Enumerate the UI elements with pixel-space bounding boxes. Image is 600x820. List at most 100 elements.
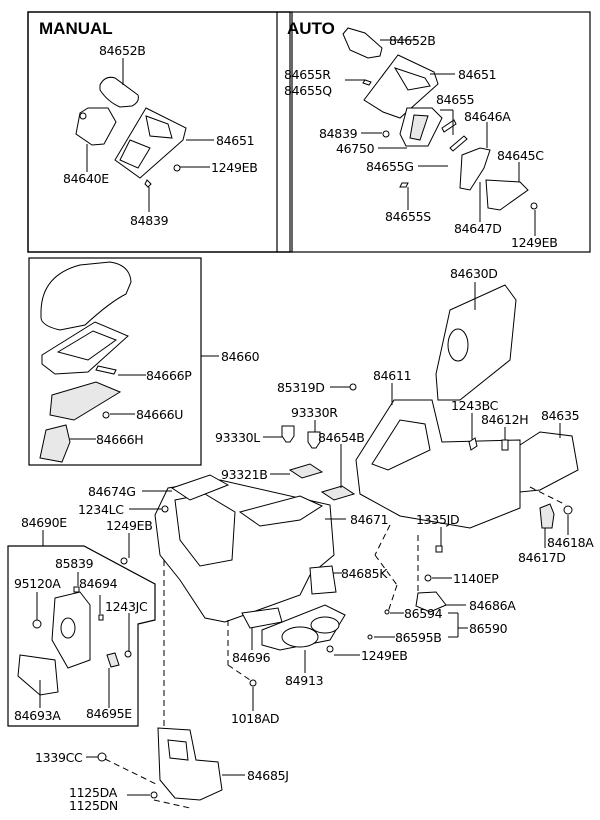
auto-section-title: AUTO	[287, 19, 335, 38]
part-label: 1018AD	[231, 711, 280, 726]
part-label: 84655G	[366, 159, 414, 174]
part-label: 84611	[373, 368, 412, 383]
part-label: 84651	[216, 133, 255, 148]
tray-84696	[241, 607, 283, 629]
part-label: 84617D	[518, 550, 566, 565]
clip-icon	[144, 179, 152, 188]
nut-1339CC	[97, 752, 107, 762]
part-label: 84640E	[63, 171, 109, 186]
part-label: 1249EB	[106, 518, 153, 533]
manual-boot	[75, 107, 117, 146]
auto-knob-cover	[342, 27, 383, 59]
side-panel-84630D	[435, 284, 517, 401]
auto-shifter-mechanism	[399, 107, 443, 147]
side-panel-84635	[519, 431, 579, 493]
part-label: 1249EB	[211, 160, 258, 175]
seal-strip-2	[449, 135, 468, 152]
part-label: 93321B	[221, 467, 268, 482]
plug-icon	[349, 383, 357, 391]
part-label: 84647D	[454, 221, 502, 236]
part-label: 85839	[55, 556, 94, 571]
cap-84618A	[563, 505, 573, 515]
bolt-1140EP	[424, 574, 432, 582]
armrest-latch-plate	[49, 381, 122, 421]
part-label: 93330L	[215, 430, 260, 445]
screw-86595B	[367, 634, 373, 640]
part-label: 1335JD	[416, 512, 460, 527]
switch-panel-84654B	[320, 485, 356, 501]
screw-1018AD	[249, 679, 257, 687]
screw-1249EB-lower	[326, 645, 334, 653]
bracket-84686A	[415, 591, 447, 613]
pad-84666P	[95, 365, 117, 375]
socket-95120A	[32, 619, 42, 629]
part-label: 84685J	[247, 768, 289, 783]
clip-icon-2	[382, 130, 390, 138]
part-label: 86595B	[395, 630, 442, 645]
part-label: 84655S	[385, 209, 431, 224]
mounting-bracket	[485, 179, 529, 211]
part-label: 84666P	[146, 368, 192, 383]
side-cover-84690E	[51, 591, 91, 669]
part-label: 86590	[469, 621, 508, 636]
part-label: 84652B	[389, 33, 436, 48]
screw-1234LC	[161, 505, 169, 513]
part-label: 84695E	[86, 706, 132, 721]
part-label: 84666U	[136, 407, 184, 422]
indicator-icon	[362, 79, 372, 86]
part-label: 84693A	[14, 708, 61, 723]
part-label: 1140EP	[453, 571, 499, 586]
armrest-lid	[40, 261, 132, 331]
part-label: 84655	[436, 92, 475, 107]
part-label: 84671	[350, 512, 389, 527]
part-label: 1125DN	[69, 798, 118, 813]
part-label: 84660	[221, 349, 260, 364]
latch-icon	[102, 411, 110, 419]
bracket-84685J	[157, 727, 223, 801]
part-label: 46750	[336, 141, 375, 156]
connector-84695E	[106, 652, 120, 668]
bolt-1125DA	[150, 791, 158, 799]
part-label: 84694	[79, 576, 118, 591]
auto-bezel	[363, 54, 439, 119]
cup-holder-84913	[261, 604, 346, 651]
manual-section-title: MANUAL	[39, 19, 113, 38]
clip-1335JD	[435, 545, 443, 553]
clip-85839	[73, 586, 80, 593]
part-label: 84635	[541, 408, 580, 423]
part-label: 84690E	[21, 515, 67, 530]
clip-84694	[98, 614, 104, 621]
part-label: 1249EB	[511, 235, 558, 250]
part-label: 84618A	[547, 535, 594, 550]
part-label: 1249EB	[361, 648, 408, 663]
manual-knob-cover	[99, 76, 139, 108]
manual-bezel	[114, 107, 187, 179]
screw-1243JC	[124, 650, 132, 658]
screw-icon	[173, 164, 181, 172]
part-label: 84685K	[341, 566, 388, 581]
part-label: 84674G	[88, 484, 136, 499]
part-label: 84839	[130, 213, 169, 228]
switch-panel-93321B	[288, 463, 324, 479]
part-label: 84630D	[450, 266, 498, 281]
console-main-body	[154, 479, 335, 623]
cover-84693A	[17, 654, 59, 696]
part-label: 84612H	[481, 412, 529, 427]
armrest-hinge	[39, 424, 71, 463]
seal-strip	[441, 119, 457, 133]
part-label: 1243JC	[105, 599, 148, 614]
socket-84617D	[539, 503, 555, 529]
part-label: 84655R	[284, 67, 331, 82]
part-label: 86594	[404, 606, 443, 621]
part-label: 1243BC	[451, 398, 499, 413]
part-label: 84652B	[99, 43, 146, 58]
armrest-group-box	[28, 257, 202, 466]
position-indicator	[459, 147, 491, 191]
armrest-tray	[41, 321, 129, 375]
part-label: 84666H	[96, 432, 144, 447]
switch-93330L	[281, 425, 295, 443]
part-label: 84651	[458, 67, 497, 82]
part-label: 84646A	[464, 109, 511, 124]
